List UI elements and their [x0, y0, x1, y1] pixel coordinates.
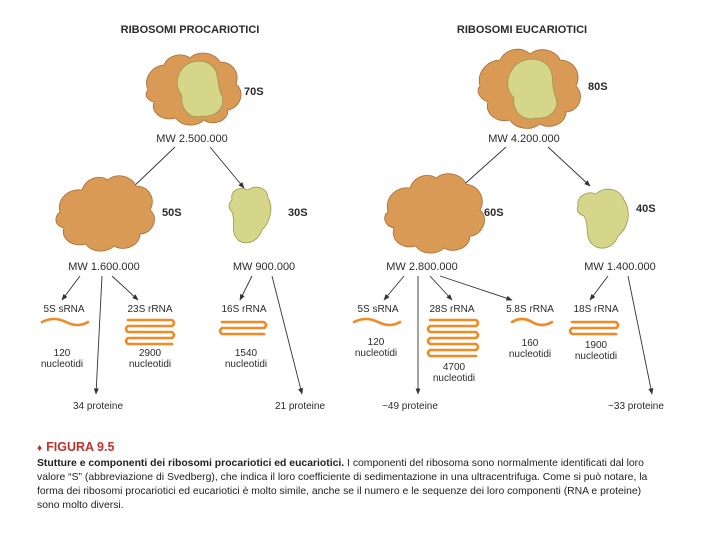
rna-18s-size: 1900	[585, 340, 608, 351]
prokaryote-70s-label: 70S	[244, 86, 264, 98]
rna-16s-strand	[218, 320, 268, 336]
arrow-60s-to-5s	[383, 275, 405, 301]
rna-18s-name: 18S rRNA	[573, 304, 618, 315]
caption-body: I componenti del ribosoma sono normalmen…	[37, 458, 648, 511]
rna-23s-unit: nucleotidi	[129, 359, 171, 370]
rna-16s-size: 1540	[235, 348, 258, 359]
rna-5s-euk-unit: nucleotidi	[355, 348, 397, 359]
rna-5-8s-unit: nucleotidi	[509, 349, 551, 360]
arrow-50s-to-proteins	[93, 275, 103, 395]
arrow-70s-to-50s	[129, 146, 176, 191]
arrow-50s-to-5s	[61, 275, 81, 301]
arrow-40s-to-18s	[589, 275, 609, 301]
rna-5s-pro-unit: nucleotidi	[41, 359, 83, 370]
prokaryote-30s-label: 30S	[288, 207, 308, 219]
arrow-70s-to-30s	[209, 146, 245, 189]
arrow-40s-to-proteins	[627, 275, 654, 395]
subunit-50s-shape	[55, 175, 155, 252]
figure-label-text: FIGURA 9.5	[46, 440, 115, 454]
prokaryote-30s-mw: MW 900.000	[233, 261, 295, 273]
rna-5-8s-strand	[510, 317, 554, 327]
arrow-30s-to-16s	[239, 275, 253, 301]
prokaryote-70s-mw: MW 2.500.000	[156, 133, 228, 145]
eukaryote-title: RIBOSOMI EUCARIOTICI	[457, 24, 587, 36]
rna-28s-unit: nucleotidi	[433, 373, 475, 384]
rna-5s-euk-strand	[352, 317, 402, 327]
rna-18s-unit: nucleotidi	[575, 351, 617, 362]
caption-text: Stutture e componenti dei ribosomi proca…	[37, 457, 653, 513]
prokaryote-large-proteins: 34 proteine	[73, 401, 123, 412]
rna-5s-pro-strand	[40, 317, 90, 327]
subunit-60s-shape	[384, 173, 485, 254]
ribosome-80s-shape	[477, 48, 581, 129]
figure-label: ♦FIGURA 9.5	[37, 440, 653, 454]
prokaryote-50s-label: 50S	[162, 207, 182, 219]
caption-bold: Stutture e componenti dei ribosomi proca…	[37, 458, 345, 469]
ribosome-diagram: RIBOSOMI PROCARIOTICI 70S MW 2.500.000 5…	[40, 24, 664, 412]
ribosome-70s-shape	[145, 52, 242, 126]
eukaryote-40s-label: 40S	[636, 203, 656, 215]
rna-5s-pro-size: 120	[54, 348, 71, 359]
rna-23s-name: 23S rRNA	[127, 304, 172, 315]
subunit-30s-shape	[228, 186, 272, 244]
arrow-50s-to-23s	[111, 275, 139, 301]
eukaryote-40s-mw: MW 1.400.000	[584, 261, 656, 273]
prokaryote-title: RIBOSOMI PROCARIOTICI	[121, 24, 260, 36]
diamond-icon: ♦	[37, 443, 43, 454]
rna-16s-name: 16S rRNA	[221, 304, 266, 315]
eukaryote-60s-mw: MW 2.800.000	[386, 261, 458, 273]
eukaryote-60s-label: 60S	[484, 207, 504, 219]
rna-28s-size: 4700	[443, 362, 466, 373]
prokaryote-small-proteins: 21 proteine	[275, 401, 325, 412]
rna-18s-strand	[568, 320, 620, 336]
figure-caption: ♦FIGURA 9.5 Stutture e componenti dei ri…	[37, 440, 653, 513]
rna-28s-name: 28S rRNA	[429, 304, 474, 315]
arrow-60s-to-28s	[429, 275, 453, 301]
rna-28s-strand	[426, 318, 480, 358]
eukaryote-80s-label: 80S	[588, 81, 608, 93]
rna-23s-strand	[124, 318, 176, 346]
rna-5-8s-size: 160	[522, 338, 539, 349]
rna-5-8s-name: 5.8S rRNA	[506, 304, 554, 315]
rna-5s-euk-name: 5S sRNA	[357, 304, 398, 315]
prokaryote-50s-mw: MW 1.600.000	[68, 261, 140, 273]
eukaryote-small-proteins: ~33 proteine	[608, 401, 664, 412]
subunit-40s-shape	[576, 188, 629, 249]
rna-5s-euk-size: 120	[368, 337, 385, 348]
arrow-60s-to-5-8s	[439, 275, 513, 301]
eukaryote-large-proteins: ~49 proteine	[382, 401, 438, 412]
rna-23s-size: 2900	[139, 348, 162, 359]
arrow-30s-to-proteins	[271, 275, 304, 395]
arrow-80s-to-60s	[457, 146, 507, 191]
rna-16s-unit: nucleotidi	[225, 359, 267, 370]
eukaryote-80s-mw: MW 4.200.000	[488, 133, 560, 145]
arrow-80s-to-40s	[547, 146, 591, 187]
rna-5s-pro-name: 5S sRNA	[43, 304, 84, 315]
